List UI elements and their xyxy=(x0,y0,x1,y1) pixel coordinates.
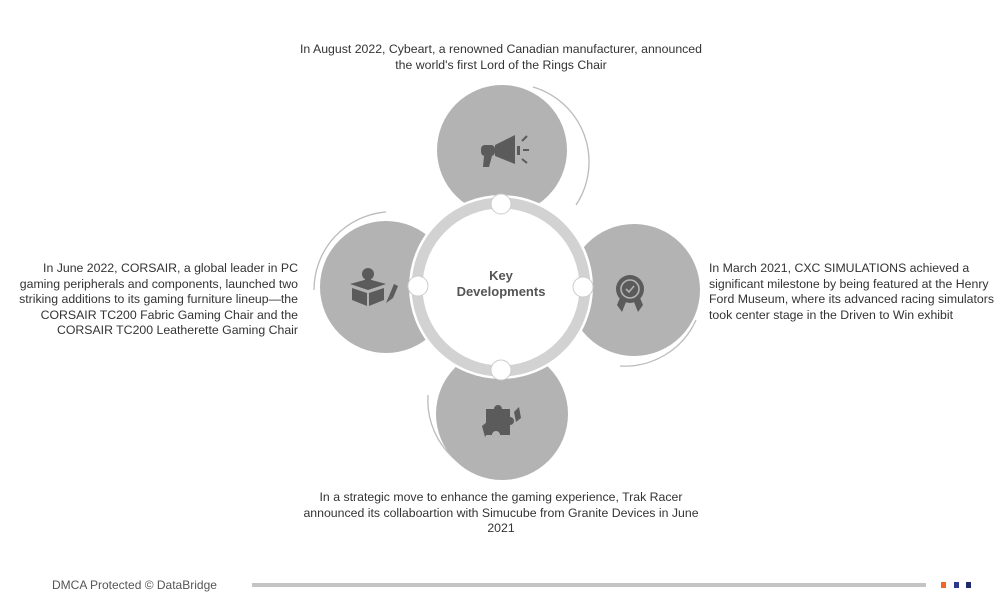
center-title: Key Developments xyxy=(441,268,561,300)
center-disc xyxy=(425,211,577,363)
decor-arc-right xyxy=(619,319,697,367)
dot-top xyxy=(490,193,512,215)
idea-box-icon xyxy=(350,268,398,306)
development-right-text: In March 2021, CXC SIMULATIONS achieved … xyxy=(709,261,994,322)
decor-arc-top xyxy=(532,86,590,206)
megaphone-icon xyxy=(481,135,529,167)
footer-square-navy xyxy=(966,582,971,588)
decor-arc-left xyxy=(313,211,387,291)
center-title-line2: Developments xyxy=(456,284,546,299)
award-badge-icon xyxy=(616,275,644,312)
dot-left xyxy=(407,275,429,297)
development-bottom-text: In a strategic move to enhance the gamin… xyxy=(303,490,699,535)
footer-copyright: DMCA Protected © DataBridge xyxy=(52,578,217,592)
dot-right xyxy=(572,276,594,298)
puzzle-hands-icon xyxy=(482,405,521,437)
footer-divider xyxy=(252,583,926,587)
dot-bottom xyxy=(490,359,512,381)
development-top-text: In August 2022, Cybeart, a renowned Cana… xyxy=(300,42,702,72)
development-left-text: In June 2022, CORSAIR, a global leader i… xyxy=(19,261,298,337)
footer-square-orange xyxy=(941,582,946,588)
footer-square-blue xyxy=(954,582,959,588)
center-title-line1: Key xyxy=(489,268,513,283)
